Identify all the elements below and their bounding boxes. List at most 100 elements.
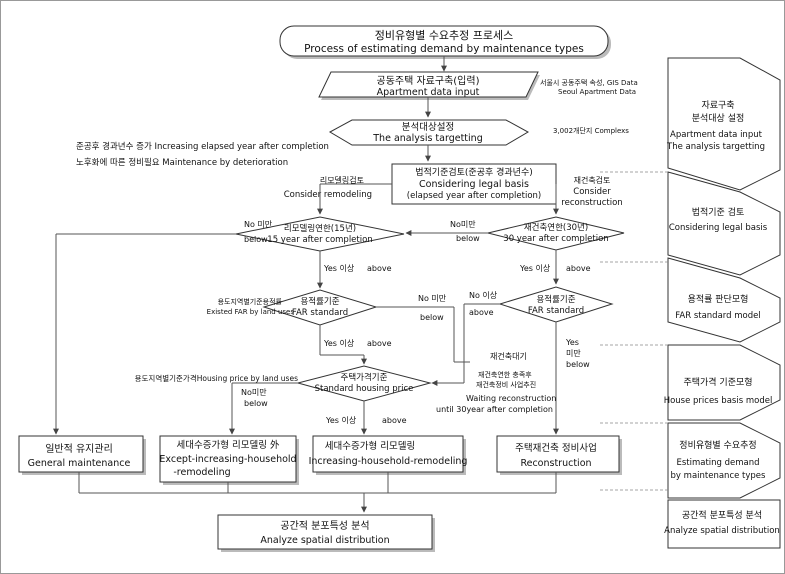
- far-left-ko: 용적률기준: [300, 296, 339, 307]
- branch-remodel-en: Consider remodeling: [284, 190, 372, 200]
- branch-remodel-ko: 리모델링검토: [320, 175, 364, 185]
- label-no-below-mid-ko: No미만: [450, 220, 476, 229]
- note-elapsed: 준공후 경과년수 증가 Increasing elapsed year afte…: [76, 141, 329, 152]
- far-right-en: FAR standard: [528, 306, 584, 316]
- price-ko: 주택가격기준: [341, 372, 388, 383]
- outcome-2-en2: -remodeling: [173, 467, 230, 478]
- label-yes-above-3: Yes 이상: [323, 338, 355, 348]
- label-yes-right-1: Yes: [565, 338, 579, 347]
- rp1-en1: Apartment data input: [670, 130, 763, 140]
- rp1-en2: The analysis targetting: [666, 142, 765, 152]
- right-panel-step-2: [667, 171, 781, 276]
- label-no-below-left-ko: No 미만: [244, 220, 273, 229]
- waiting-en2: until 30year after completion: [436, 405, 553, 414]
- right-panel-step-4: [667, 344, 781, 421]
- label-no-below-price-ko: No미만: [241, 388, 267, 397]
- label-above-2: above: [566, 264, 591, 273]
- branch-recon-en2: reconstruction: [561, 198, 622, 208]
- price-diamond: [296, 365, 432, 402]
- legal-basis-box: [391, 163, 557, 205]
- far-left-en: FAR standard: [292, 308, 348, 318]
- branch-recon-ko: 재건축검토: [574, 175, 611, 185]
- recon-year-ko: 재건축연한(30년): [524, 222, 588, 233]
- label-yes-above-1: Yes 이상: [323, 263, 355, 273]
- label-above-4: above: [382, 416, 407, 425]
- input-side-en: Seoul Apartment Data: [558, 88, 636, 96]
- price-side: 용도지역별기준가격Housing price by land uses: [135, 373, 298, 383]
- input-en: Apartment data input: [377, 87, 480, 98]
- outcome-3-en: Increasing-household-remodeling: [309, 456, 468, 467]
- rp5-ko: 정비유형별 수요추정: [679, 440, 756, 451]
- label-yes-right-3: below: [566, 360, 590, 369]
- legal-en1: Considering legal basis: [419, 179, 529, 190]
- title-en: Process of estimating demand by maintena…: [304, 43, 584, 55]
- spatial-ko: 공간적 분포특성 분석: [280, 520, 369, 532]
- waiting-head: 재건축대기: [490, 351, 527, 361]
- far-left-side-ko: 용도지역별기준용적률: [218, 297, 283, 306]
- outcome-4-en: Reconstruction: [520, 458, 591, 469]
- outcome-increasing-household: [312, 435, 466, 475]
- rp3-ko: 용적률 판단모형: [688, 293, 749, 305]
- branch-recon-en1: Consider: [573, 187, 611, 197]
- label-no-below-far-en: below: [420, 313, 444, 322]
- rp5-en2: by maintenance types: [671, 471, 767, 481]
- remodel-year-diamond: [235, 216, 405, 252]
- rp6-ko: 공간적 분포특성 분석: [682, 509, 762, 521]
- rp2-ko: 법적기준 검토: [692, 206, 745, 218]
- label-no-below-left-en: below: [244, 235, 268, 244]
- label-no-below-mid-en: below: [456, 234, 480, 243]
- rp5-en1: Estimating demand: [676, 458, 759, 468]
- label-no-below-price-en: below: [244, 399, 268, 408]
- input-side-ko: 서울시 공동주택 속성, GIS Data: [540, 78, 638, 87]
- waiting-en1: Waiting reconstruction: [466, 394, 556, 403]
- targeting-side: 3,002개단지 Complexs: [553, 126, 629, 135]
- right-panel-step-1: [667, 57, 781, 191]
- rp6-en: Analyze spatial distribution: [664, 526, 780, 536]
- data-input-box: [318, 71, 540, 100]
- outcome-1-en: General maintenance: [28, 458, 131, 469]
- targeting-en: The analysis targetting: [372, 133, 482, 144]
- legal-en2: (elapsed year after completion): [407, 191, 541, 201]
- far-right-ko: 용적률기준: [536, 294, 575, 305]
- note-deterioration: 노후화에 따른 정비필요 Maintenance by deterioratio…: [76, 157, 288, 168]
- waiting-ko2: 재건축정비 사업추진: [476, 380, 536, 389]
- outcome-2-ko: 세대수증가형 리모델링 外: [177, 439, 280, 451]
- outcome-3-ko: 세대수증가형 리모델링: [325, 440, 415, 452]
- title-ko: 정비유형별 수요추정 프로세스: [375, 29, 514, 42]
- price-en: Standard housing price: [315, 384, 414, 394]
- rp4-en: House prices basis model: [664, 396, 773, 406]
- rp1-ko: 자료구축: [701, 100, 734, 111]
- remodel-year-ko: 리모델링연한(15년): [284, 223, 356, 234]
- rp1-ko2: 분석대상 설정: [692, 113, 745, 124]
- input-ko: 공동주택 자료구축(입력): [377, 74, 480, 87]
- recon-year-diamond: [487, 216, 625, 251]
- right-panel: 자료구축 분석대상 설정 Apartment data input The an…: [664, 57, 781, 549]
- label-above-3: above: [367, 339, 392, 348]
- far-left-side-en: Existed FAR by land uses: [207, 308, 295, 316]
- targeting-box: [328, 119, 530, 146]
- label-yes-right-2: 미만: [566, 349, 581, 358]
- spatial-analysis-box: [217, 514, 435, 552]
- label-no-above-en: above: [469, 308, 494, 317]
- outcome-4-ko: 주택재건축 정비사업: [515, 442, 597, 454]
- legal-ko: 법적기준검토(준공후 경과년수): [415, 166, 533, 178]
- far-right-diamond: [498, 286, 614, 323]
- outcome-reconstruction: [496, 435, 622, 475]
- targeting-ko: 분석대상설정: [402, 122, 454, 133]
- label-yes-above-4: Yes 이상: [325, 415, 357, 425]
- waiting-ko1: 재건축연한 충족후: [478, 370, 532, 379]
- label-yes-above-2: Yes 이상: [519, 263, 551, 273]
- rp3-en: FAR standard model: [675, 311, 760, 321]
- outcome-general-maintenance: [18, 435, 146, 475]
- outcome-except-increasing: [159, 435, 299, 485]
- rp4-ko: 주택가격 기준모형: [683, 376, 752, 388]
- right-panel-step-6: [667, 499, 781, 549]
- right-panel-step-5: [667, 422, 781, 499]
- recon-year-en: 30 year after completion: [503, 234, 608, 244]
- rp2-en: Considering legal basis: [669, 223, 768, 233]
- label-above-1: above: [367, 264, 392, 273]
- label-no-above-ko: No 이상: [469, 290, 498, 300]
- outcome-2-en1: Except-increasing-household: [159, 454, 296, 465]
- label-no-below-far-ko: No 미만: [418, 294, 447, 303]
